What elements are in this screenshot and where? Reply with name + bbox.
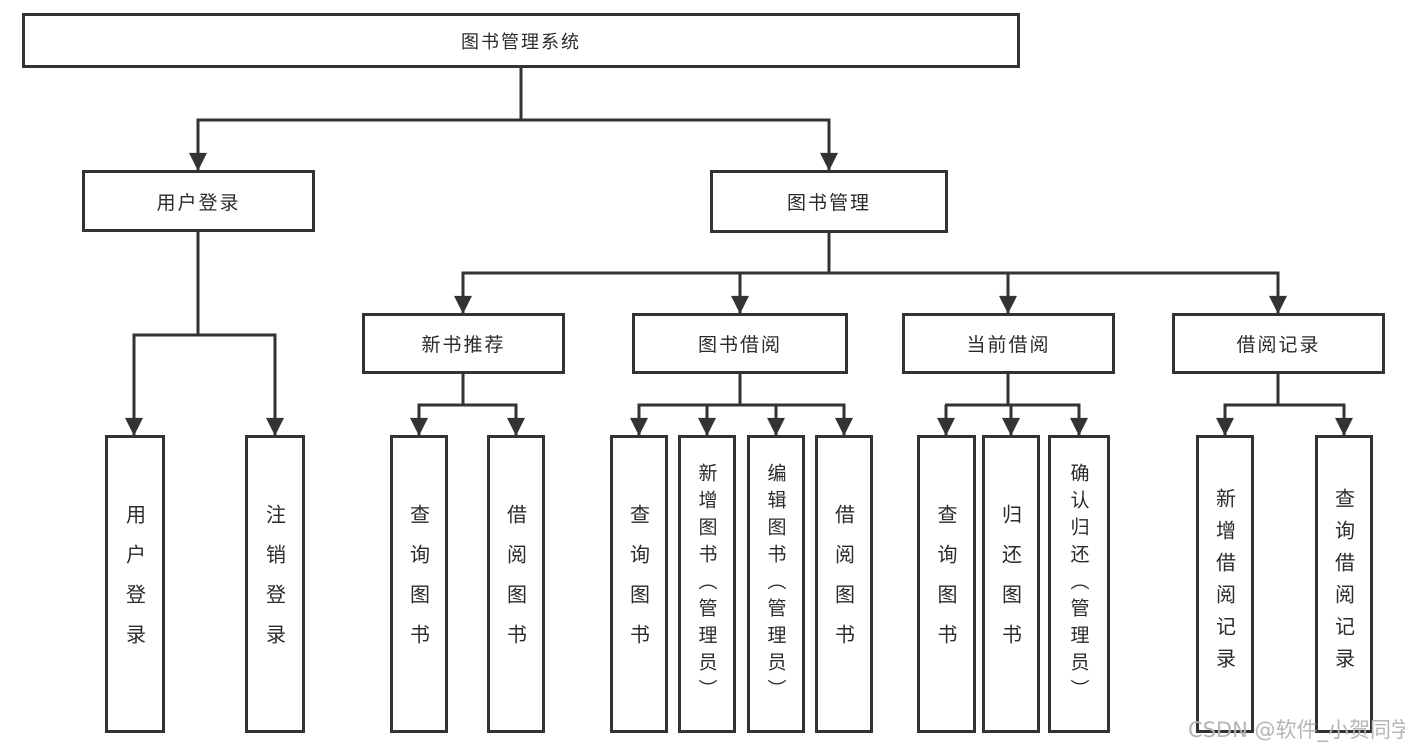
- node-book-borrow-label: 图书借阅: [697, 334, 782, 356]
- node-borrow-records: 借阅记录: [1172, 313, 1385, 374]
- node-new-book-recommend: 新书推荐: [362, 313, 565, 374]
- leaf-bb-add-book-admin: 新增图书（管理员）: [678, 435, 736, 733]
- leaf-bb-edit-book-admin-label: 编辑图书（管理员）: [764, 462, 787, 706]
- node-book-borrow: 图书借阅: [632, 313, 848, 374]
- leaf-bb-query-book: 查询图书: [610, 435, 668, 733]
- leaf-user-login: 用户登录: [105, 435, 165, 733]
- leaf-bb-add-book-admin-label: 新增图书（管理员）: [695, 462, 718, 706]
- leaf-bb-borrow-book: 借阅图书: [815, 435, 873, 733]
- node-root-label: 图书管理系统: [461, 31, 581, 53]
- node-book-management: 图书管理: [710, 170, 948, 233]
- node-borrow-records-label: 借阅记录: [1236, 334, 1321, 356]
- node-user-login: 用户登录: [82, 170, 315, 232]
- node-new-book-recommend-label: 新书推荐: [421, 334, 506, 356]
- leaf-cb-return-book-label: 归还图书: [998, 504, 1023, 664]
- leaf-cb-confirm-return-admin-label: 确认归还（管理员）: [1067, 462, 1090, 706]
- leaf-cb-confirm-return-admin: 确认归还（管理员）: [1048, 435, 1110, 733]
- leaf-logout-label: 注销登录: [262, 504, 287, 664]
- leaf-br-add-record: 新增借阅记录: [1196, 435, 1254, 733]
- leaf-rec-query-book: 查询图书: [390, 435, 448, 733]
- leaf-br-add-record-label: 新增借阅记录: [1212, 488, 1237, 680]
- csdn-watermark: CSDN @软件_小贺同学: [1188, 718, 1405, 742]
- leaf-rec-borrow-book-label: 借阅图书: [503, 504, 528, 664]
- leaf-br-query-record-label: 查询借阅记录: [1331, 488, 1356, 680]
- leaf-logout: 注销登录: [245, 435, 305, 733]
- leaf-cb-query-book: 查询图书: [917, 435, 976, 733]
- node-current-borrow: 当前借阅: [902, 313, 1115, 374]
- leaf-cb-return-book: 归还图书: [982, 435, 1040, 733]
- node-root: 图书管理系统: [22, 13, 1020, 68]
- leaf-br-query-record: 查询借阅记录: [1315, 435, 1373, 733]
- leaf-bb-edit-book-admin: 编辑图书（管理员）: [747, 435, 805, 733]
- leaf-bb-borrow-book-label: 借阅图书: [831, 504, 856, 664]
- node-user-login-label: 用户登录: [156, 191, 241, 214]
- leaf-user-login-label: 用户登录: [122, 504, 147, 664]
- node-current-borrow-label: 当前借阅: [966, 334, 1051, 356]
- leaf-rec-borrow-book: 借阅图书: [487, 435, 545, 733]
- leaf-rec-query-book-label: 查询图书: [406, 504, 431, 664]
- leaf-bb-query-book-label: 查询图书: [626, 504, 651, 664]
- node-book-management-label: 图书管理: [786, 192, 871, 214]
- leaf-cb-query-book-label: 查询图书: [934, 504, 958, 664]
